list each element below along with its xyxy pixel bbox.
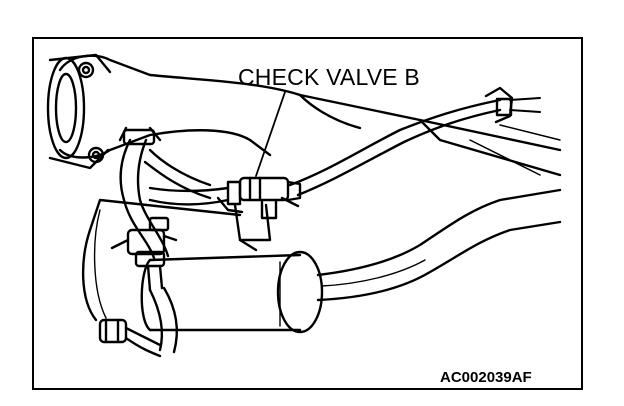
hose-connector-left — [110, 216, 178, 292]
tube-from-manifold — [143, 148, 212, 200]
vacuum-hose-lower — [148, 186, 230, 206]
muffler — [140, 250, 324, 334]
rear-tailpipe — [316, 188, 562, 302]
check-valve-b-label: CHECK VALVE B — [238, 64, 420, 90]
exhaust-flange — [46, 53, 112, 170]
figure-frame — [32, 37, 583, 390]
callout-leader-line — [255, 91, 286, 177]
mounting-bracket — [81, 198, 272, 322]
hose-clip-right — [484, 86, 541, 124]
vacuum-hose-upper — [288, 98, 502, 197]
check-valve-b — [216, 176, 302, 220]
hose-clamp-bottom — [98, 318, 162, 358]
figure-id: AC002039AF — [440, 369, 532, 386]
